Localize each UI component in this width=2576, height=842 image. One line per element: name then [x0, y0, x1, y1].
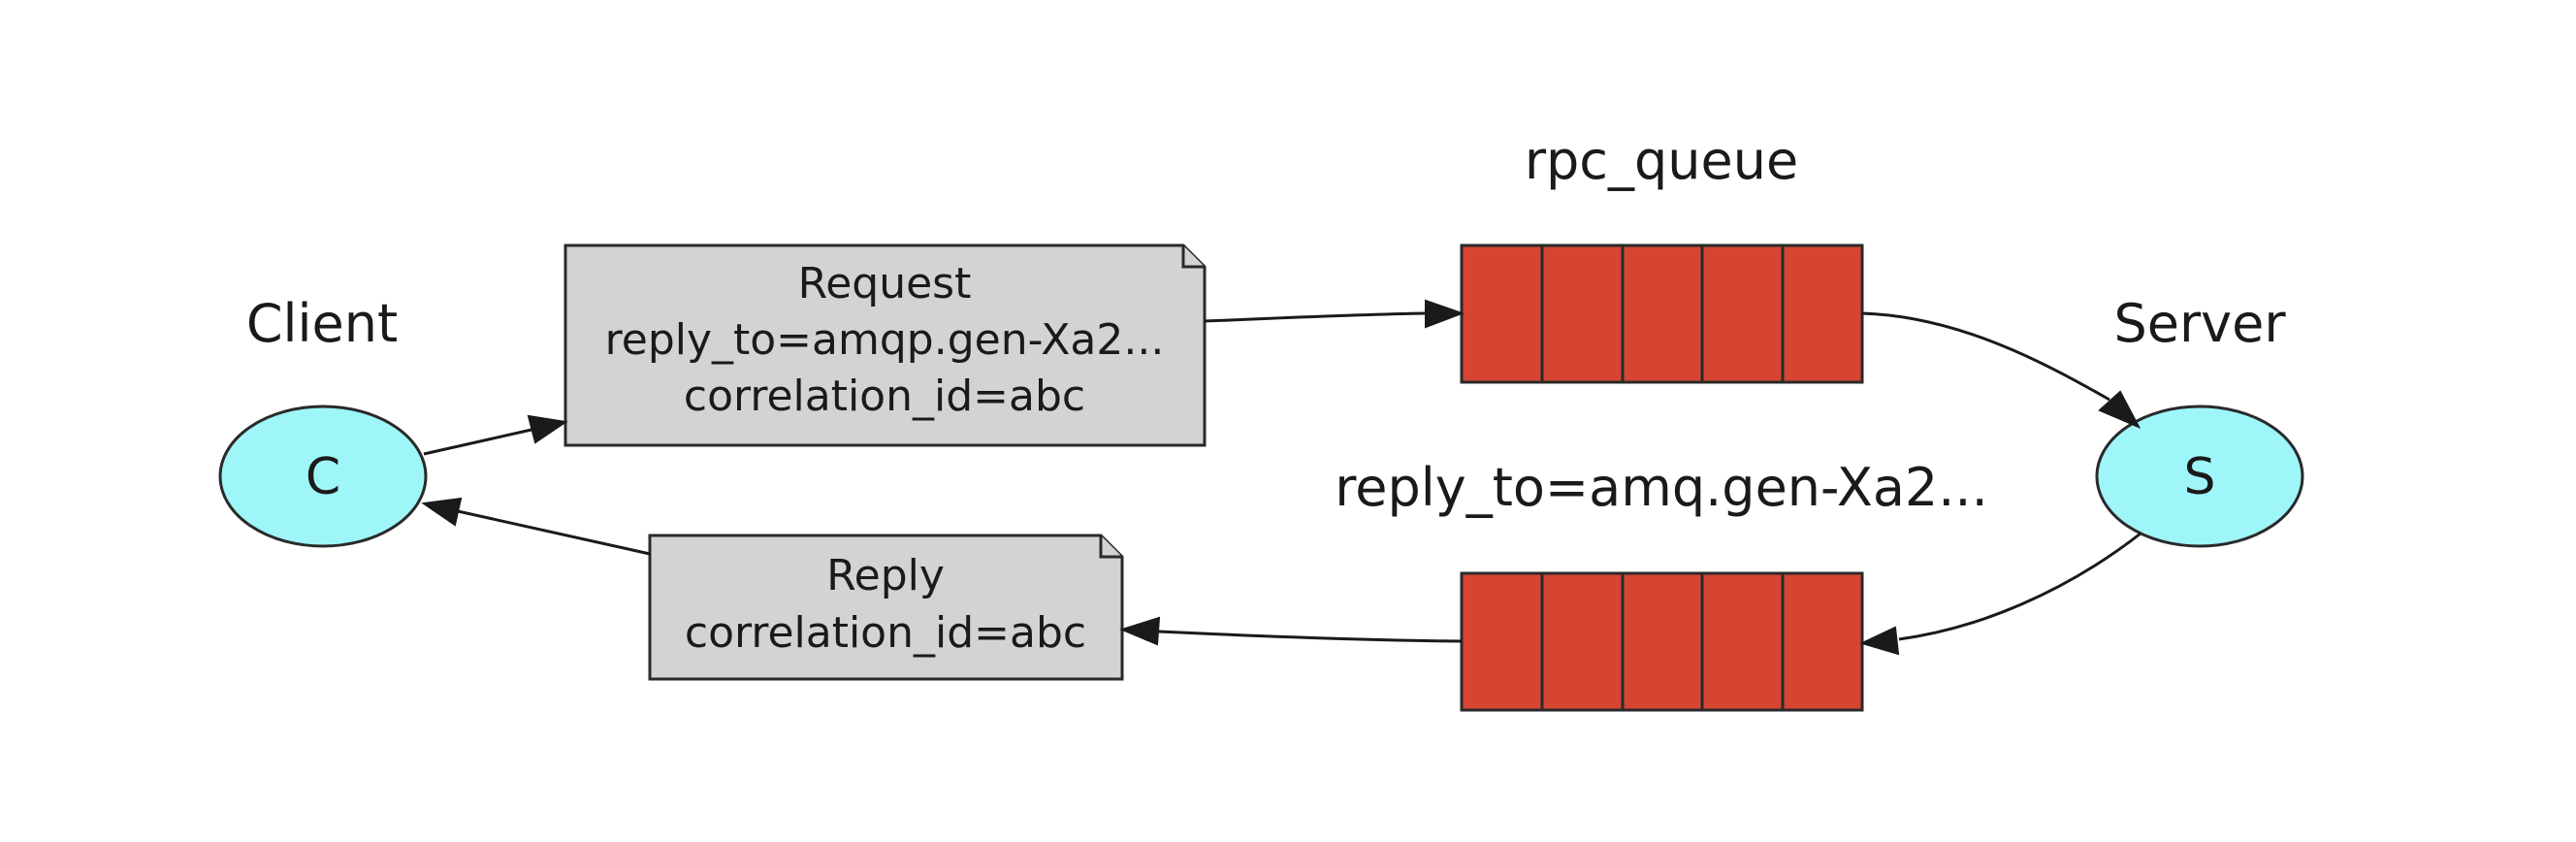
request-note-title: Request: [798, 259, 972, 308]
server-node: Server S: [2095, 293, 2304, 548]
reply-note: Reply correlation_id=abc: [648, 534, 1124, 681]
edge-line: [1157, 630, 1463, 643]
edge-request-to-queue: [1204, 299, 1465, 329]
edge-reply-queue-to-reply: [1119, 616, 1463, 646]
reply-note-fold: [1099, 535, 1122, 559]
edge-line: [1861, 311, 2110, 402]
server-symbol: S: [2183, 448, 2215, 506]
client-node: Client C: [218, 293, 428, 548]
edge-client-to-request: [423, 414, 568, 456]
edge-line: [1898, 532, 2141, 641]
arrowhead-icon: [1859, 626, 1900, 656]
reply-queue-label: reply_to=amq.gen-Xa2...: [1335, 457, 1988, 518]
edge-line: [423, 428, 532, 456]
arrowhead-icon: [2098, 390, 2141, 430]
edge-reply-to-client: [421, 497, 651, 556]
client-label: Client: [246, 293, 398, 354]
request-note-reply-to: reply_to=amqp.gen-Xa2...: [605, 315, 1165, 365]
reply-note-correlation-id: correlation_id=abc: [685, 608, 1086, 658]
request-queue-label: rpc_queue: [1525, 130, 1798, 191]
request-queue: rpc_queue: [1460, 130, 1864, 384]
edge-line: [457, 509, 651, 556]
edge-server-to-reply-queue: [1859, 532, 2141, 656]
request-note-correlation-id: correlation_id=abc: [684, 372, 1085, 421]
request-note-shape: [564, 243, 1207, 447]
request-note: Request reply_to=amqp.gen-Xa2... correla…: [564, 243, 1207, 447]
arrowhead-icon: [421, 497, 463, 527]
arrowhead-icon: [1425, 299, 1465, 329]
request-note-fold: [1181, 245, 1205, 269]
reply-note-shape: [648, 534, 1124, 681]
server-label: Server: [2113, 293, 2286, 354]
reply-queue: reply_to=amq.gen-Xa2...: [1335, 457, 1988, 712]
request-queue-box: [1460, 243, 1864, 384]
arrowhead-icon: [527, 414, 568, 444]
client-ellipse: [218, 405, 428, 548]
arrowhead-icon: [1119, 616, 1161, 646]
edge-queue-to-server: [1861, 311, 2141, 430]
reply-queue-box: [1460, 571, 1864, 712]
edge-line: [1204, 311, 1427, 323]
reply-note-title: Reply: [826, 551, 945, 600]
client-symbol: C: [306, 448, 340, 506]
server-ellipse: [2095, 405, 2304, 548]
